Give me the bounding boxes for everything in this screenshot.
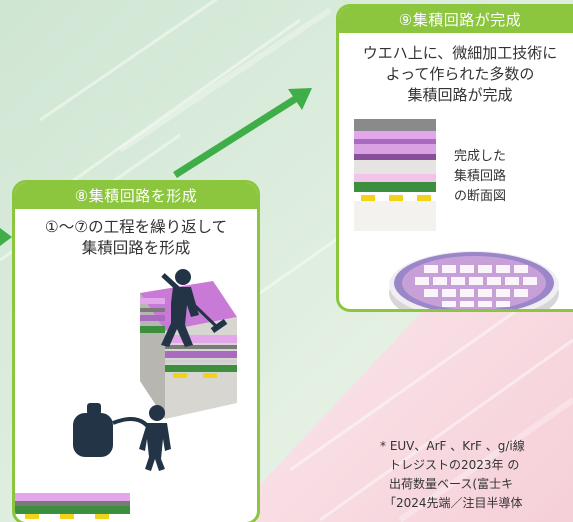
bottom-cross-section	[15, 493, 130, 519]
step8-title: ⑧集積回路を形成	[15, 183, 257, 209]
step8-illustration	[15, 269, 237, 519]
step9-illustration	[354, 119, 559, 309]
caption-line-3: の断面図	[454, 189, 507, 204]
footnote-line-3: 出荷数量ベース(富士キ	[389, 477, 514, 491]
vacuum-cleaner-icon	[73, 403, 171, 471]
step9-line-3: 集積回路が完成	[407, 86, 513, 104]
step9-title: ⑨集積回路が完成	[339, 7, 573, 33]
caption-line-2: 集積回路	[454, 169, 507, 184]
step8-line-2: 集積回路を形成	[81, 239, 191, 257]
step9-line-1: ウエハ上に、微細加工技術に	[362, 44, 558, 62]
footnote-line-1: * EUV、ArF 、KrF 、g/i線	[380, 439, 525, 453]
step9-description: ウエハ上に、微細加工技術に よって作られた多数の 集積回路が完成	[339, 33, 573, 106]
footnote: * EUV、ArF 、KrF 、g/i線 トレジストの2023年 の 出荷数量ベ…	[380, 437, 525, 513]
step8-card: ⑧集積回路を形成 ①〜⑦の工程を繰り返して 集積回路を形成	[12, 180, 260, 522]
step-arrow-icon	[173, 88, 312, 178]
step8-description: ①〜⑦の工程を繰り返して 集積回路を形成	[15, 209, 257, 259]
cross-section-caption: 完成した 集積回路 の断面図	[454, 147, 506, 207]
footnote-line-4: 「2024先端／注目半導体	[384, 496, 523, 510]
footnote-line-2: トレジストの2023年 の	[389, 458, 520, 472]
step9-line-2: よって作られた多数の	[385, 65, 535, 83]
worker-icon	[161, 269, 228, 347]
step-arrow-icon	[0, 228, 12, 246]
wafer-icon	[389, 251, 559, 309]
cross-section-diagram	[354, 119, 436, 231]
step8-line-1: ①〜⑦の工程を繰り返して	[44, 218, 228, 236]
step9-card: ⑨集積回路が完成 ウエハ上に、微細加工技術に よって作られた多数の 集積回路が完…	[336, 4, 573, 312]
caption-line-1: 完成した	[454, 149, 507, 164]
